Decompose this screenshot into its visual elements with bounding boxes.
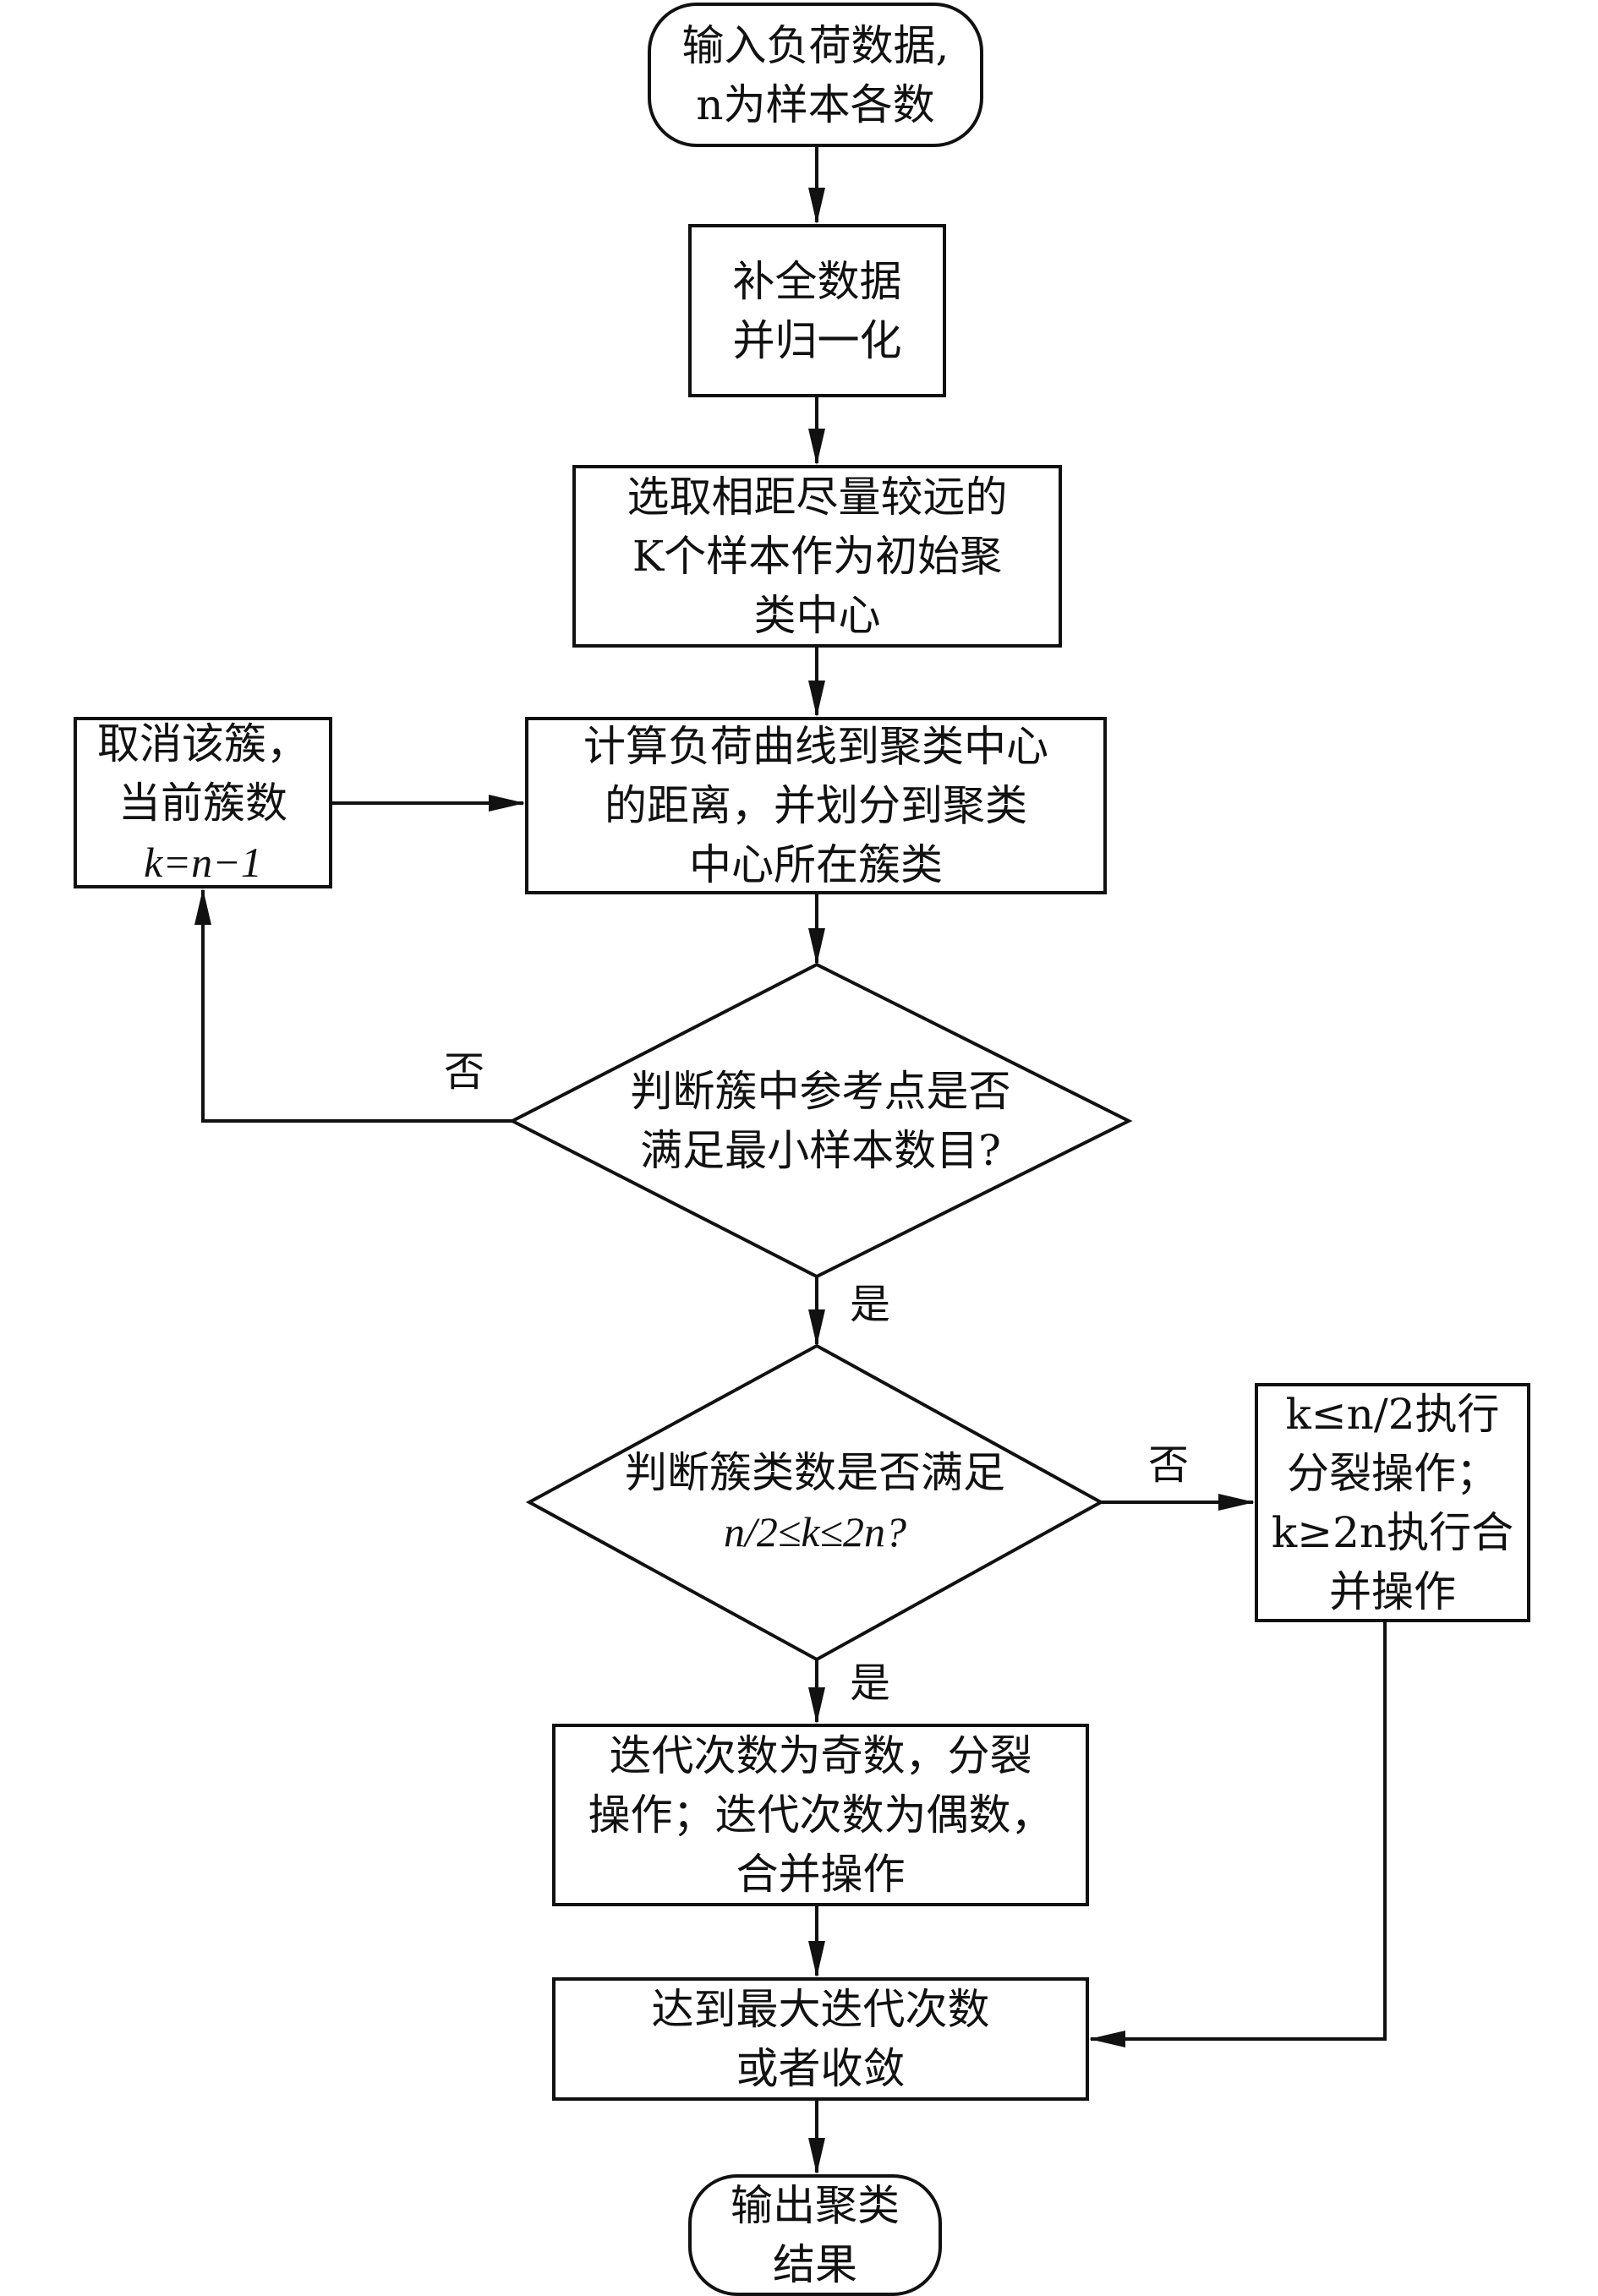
cancel-line-2: 当前簇数: [118, 778, 287, 828]
cancel-line-1: 取消该簇，: [97, 719, 309, 768]
edge-label-min-yes: 是: [850, 1281, 891, 1328]
edge-label-count-no: 否: [1148, 1441, 1190, 1489]
process-converge: 达到最大迭代次数 或者收敛: [552, 1977, 1089, 2101]
check-count-line-2: n/2≤k≤2n?: [724, 1508, 906, 1555]
edge-bounds-to-converge: [1091, 1622, 1387, 2041]
iterate-line-1: 迭代次数为奇数，分裂: [609, 1731, 1032, 1780]
arrowhead-down: [808, 681, 825, 717]
arrowhead-down: [808, 429, 825, 465]
edge-label-min-no: 否: [444, 1048, 485, 1096]
process-fill-normalize: 补全数据 并归一化: [688, 224, 946, 397]
bounds-line-4: 并操作: [1329, 1566, 1456, 1616]
fill-line-2: 并归一化: [732, 315, 902, 365]
decision-cluster-count-text: 判断簇类数是否满足 n/2≤k≤2n?: [529, 1418, 1101, 1587]
arrowhead-left: [1089, 2031, 1125, 2047]
process-assign-clusters: 计算负荷曲线到聚类中心 的距离，并划分到聚类 中心所在簇类: [525, 717, 1107, 894]
end-line-1: 输出聚类: [731, 2181, 900, 2230]
arrowhead-down: [808, 2138, 825, 2174]
start-line-1: 输入负荷数据,: [681, 20, 949, 70]
process-cancel-cluster: 取消该簇， 当前簇数 k=n−1: [74, 717, 332, 888]
process-iterate-parity: 迭代次数为奇数，分裂 操作；迭代次数为偶数， 合并操作: [552, 1724, 1089, 1906]
arrowhead-down: [808, 1941, 825, 1977]
arrowhead-down: [808, 928, 825, 965]
assign-line-3: 中心所在簇类: [689, 840, 943, 889]
iterate-line-2: 操作；迭代次数为偶数，: [588, 1790, 1053, 1840]
end-terminal: 输出聚类 结果: [688, 2174, 942, 2296]
edge-label-count-yes: 是: [850, 1659, 891, 1707]
arrowhead-right: [1218, 1494, 1255, 1511]
init-line-3: 类中心: [753, 591, 881, 640]
check-min-line-2: 满足最小样本数目?: [640, 1126, 1001, 1175]
arrowhead-up: [194, 888, 211, 925]
check-min-line-1: 判断簇中参考点是否: [630, 1067, 1011, 1116]
arrowheads: [194, 188, 1255, 2174]
cancel-line-3: k=n−1: [144, 838, 262, 886]
arrowhead-down: [808, 1309, 825, 1346]
process-split-merge-bounds: k≤n/2执行 分裂操作； k≥2n执行合 并操作: [1255, 1383, 1530, 1622]
process-init-centers: 选取相距尽量较远的 K个样本作为初始聚 类中心: [572, 465, 1062, 648]
decision-min-samples-text: 判断簇中参考点是否 满足最小样本数目?: [512, 1036, 1129, 1205]
check-count-line-1: 判断簇类数是否满足: [625, 1448, 1005, 1497]
arrowhead-down: [808, 1687, 825, 1724]
bounds-line-2: 分裂操作；: [1287, 1448, 1498, 1498]
init-line-1: 选取相距尽量较远的: [627, 473, 1008, 522]
iterate-line-3: 合并操作: [736, 1850, 906, 1899]
converge-line-2: 或者收敛: [736, 2044, 906, 2093]
end-line-2: 结果: [773, 2240, 857, 2289]
init-line-2: K个样本作为初始聚: [632, 532, 1003, 581]
assign-line-1: 计算负荷曲线到聚类中心: [583, 722, 1048, 771]
assign-line-2: 的距离，并划分到聚类: [605, 781, 1027, 830]
bounds-line-1: k≤n/2执行: [1285, 1389, 1500, 1439]
edge-check-min-no-to-cancel: [201, 890, 512, 1123]
arrowhead-down: [808, 188, 825, 224]
arrowhead-right: [489, 795, 525, 812]
fill-line-1: 补全数据: [732, 256, 902, 306]
bounds-line-3: k≥2n执行合: [1271, 1507, 1514, 1557]
converge-line-1: 达到最大迭代次数: [651, 1985, 990, 2034]
start-terminal: 输入负荷数据, n为样本各数: [648, 3, 983, 147]
start-line-2: n为样本各数: [696, 79, 935, 129]
